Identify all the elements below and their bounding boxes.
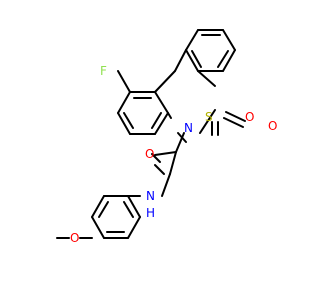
bond <box>91 195 105 218</box>
bond <box>154 91 169 114</box>
bond <box>225 111 246 122</box>
bond <box>185 29 199 51</box>
bond <box>169 151 177 175</box>
bond <box>199 109 216 134</box>
bond <box>161 173 171 197</box>
bond <box>117 112 131 135</box>
molecule-structure: F S O O N O N H O <box>56 29 277 245</box>
benzo-ring-top <box>185 29 236 72</box>
sulfonyl-oxygen-top: O <box>245 110 254 124</box>
methoxy-oxygen: O <box>70 231 79 245</box>
bond <box>154 112 169 135</box>
bond <box>91 216 105 239</box>
bond <box>151 153 161 163</box>
fluoro-benzo-ring <box>117 70 169 135</box>
atom-labels: F S O O N O N H O <box>70 64 277 245</box>
ring-nitrogen: N <box>184 121 193 135</box>
structure-canvas: F S O O N O N H O <box>56 29 278 245</box>
bond <box>151 112 162 129</box>
bond <box>98 201 109 218</box>
bond <box>222 29 236 51</box>
bond <box>167 112 172 119</box>
bond <box>223 117 244 128</box>
sulfur-atom: S <box>205 110 213 124</box>
amide-nitrogen: N <box>146 189 155 203</box>
bond <box>117 91 131 114</box>
bond <box>117 70 131 93</box>
bond <box>222 49 236 72</box>
amide-hydrogen: H <box>146 206 155 220</box>
bond <box>154 70 176 93</box>
bond <box>123 112 134 129</box>
carbonyl-oxygen: O <box>145 147 154 161</box>
bond <box>154 164 165 175</box>
bond <box>154 151 177 156</box>
bond <box>197 70 216 87</box>
bond <box>217 50 229 68</box>
central-ring <box>154 49 216 143</box>
sulfonyl-oxygen-right: O <box>268 119 277 133</box>
bond <box>127 216 141 239</box>
bond <box>191 50 202 68</box>
methoxyphenyl-ring <box>56 195 141 239</box>
acetamide-chain <box>151 132 185 197</box>
bond <box>174 49 187 72</box>
fluorine-atom: F <box>100 64 107 78</box>
bond <box>123 201 134 218</box>
bond <box>127 195 141 218</box>
sulfonyl-group <box>211 111 246 136</box>
bond <box>185 49 199 72</box>
bond <box>175 132 185 153</box>
